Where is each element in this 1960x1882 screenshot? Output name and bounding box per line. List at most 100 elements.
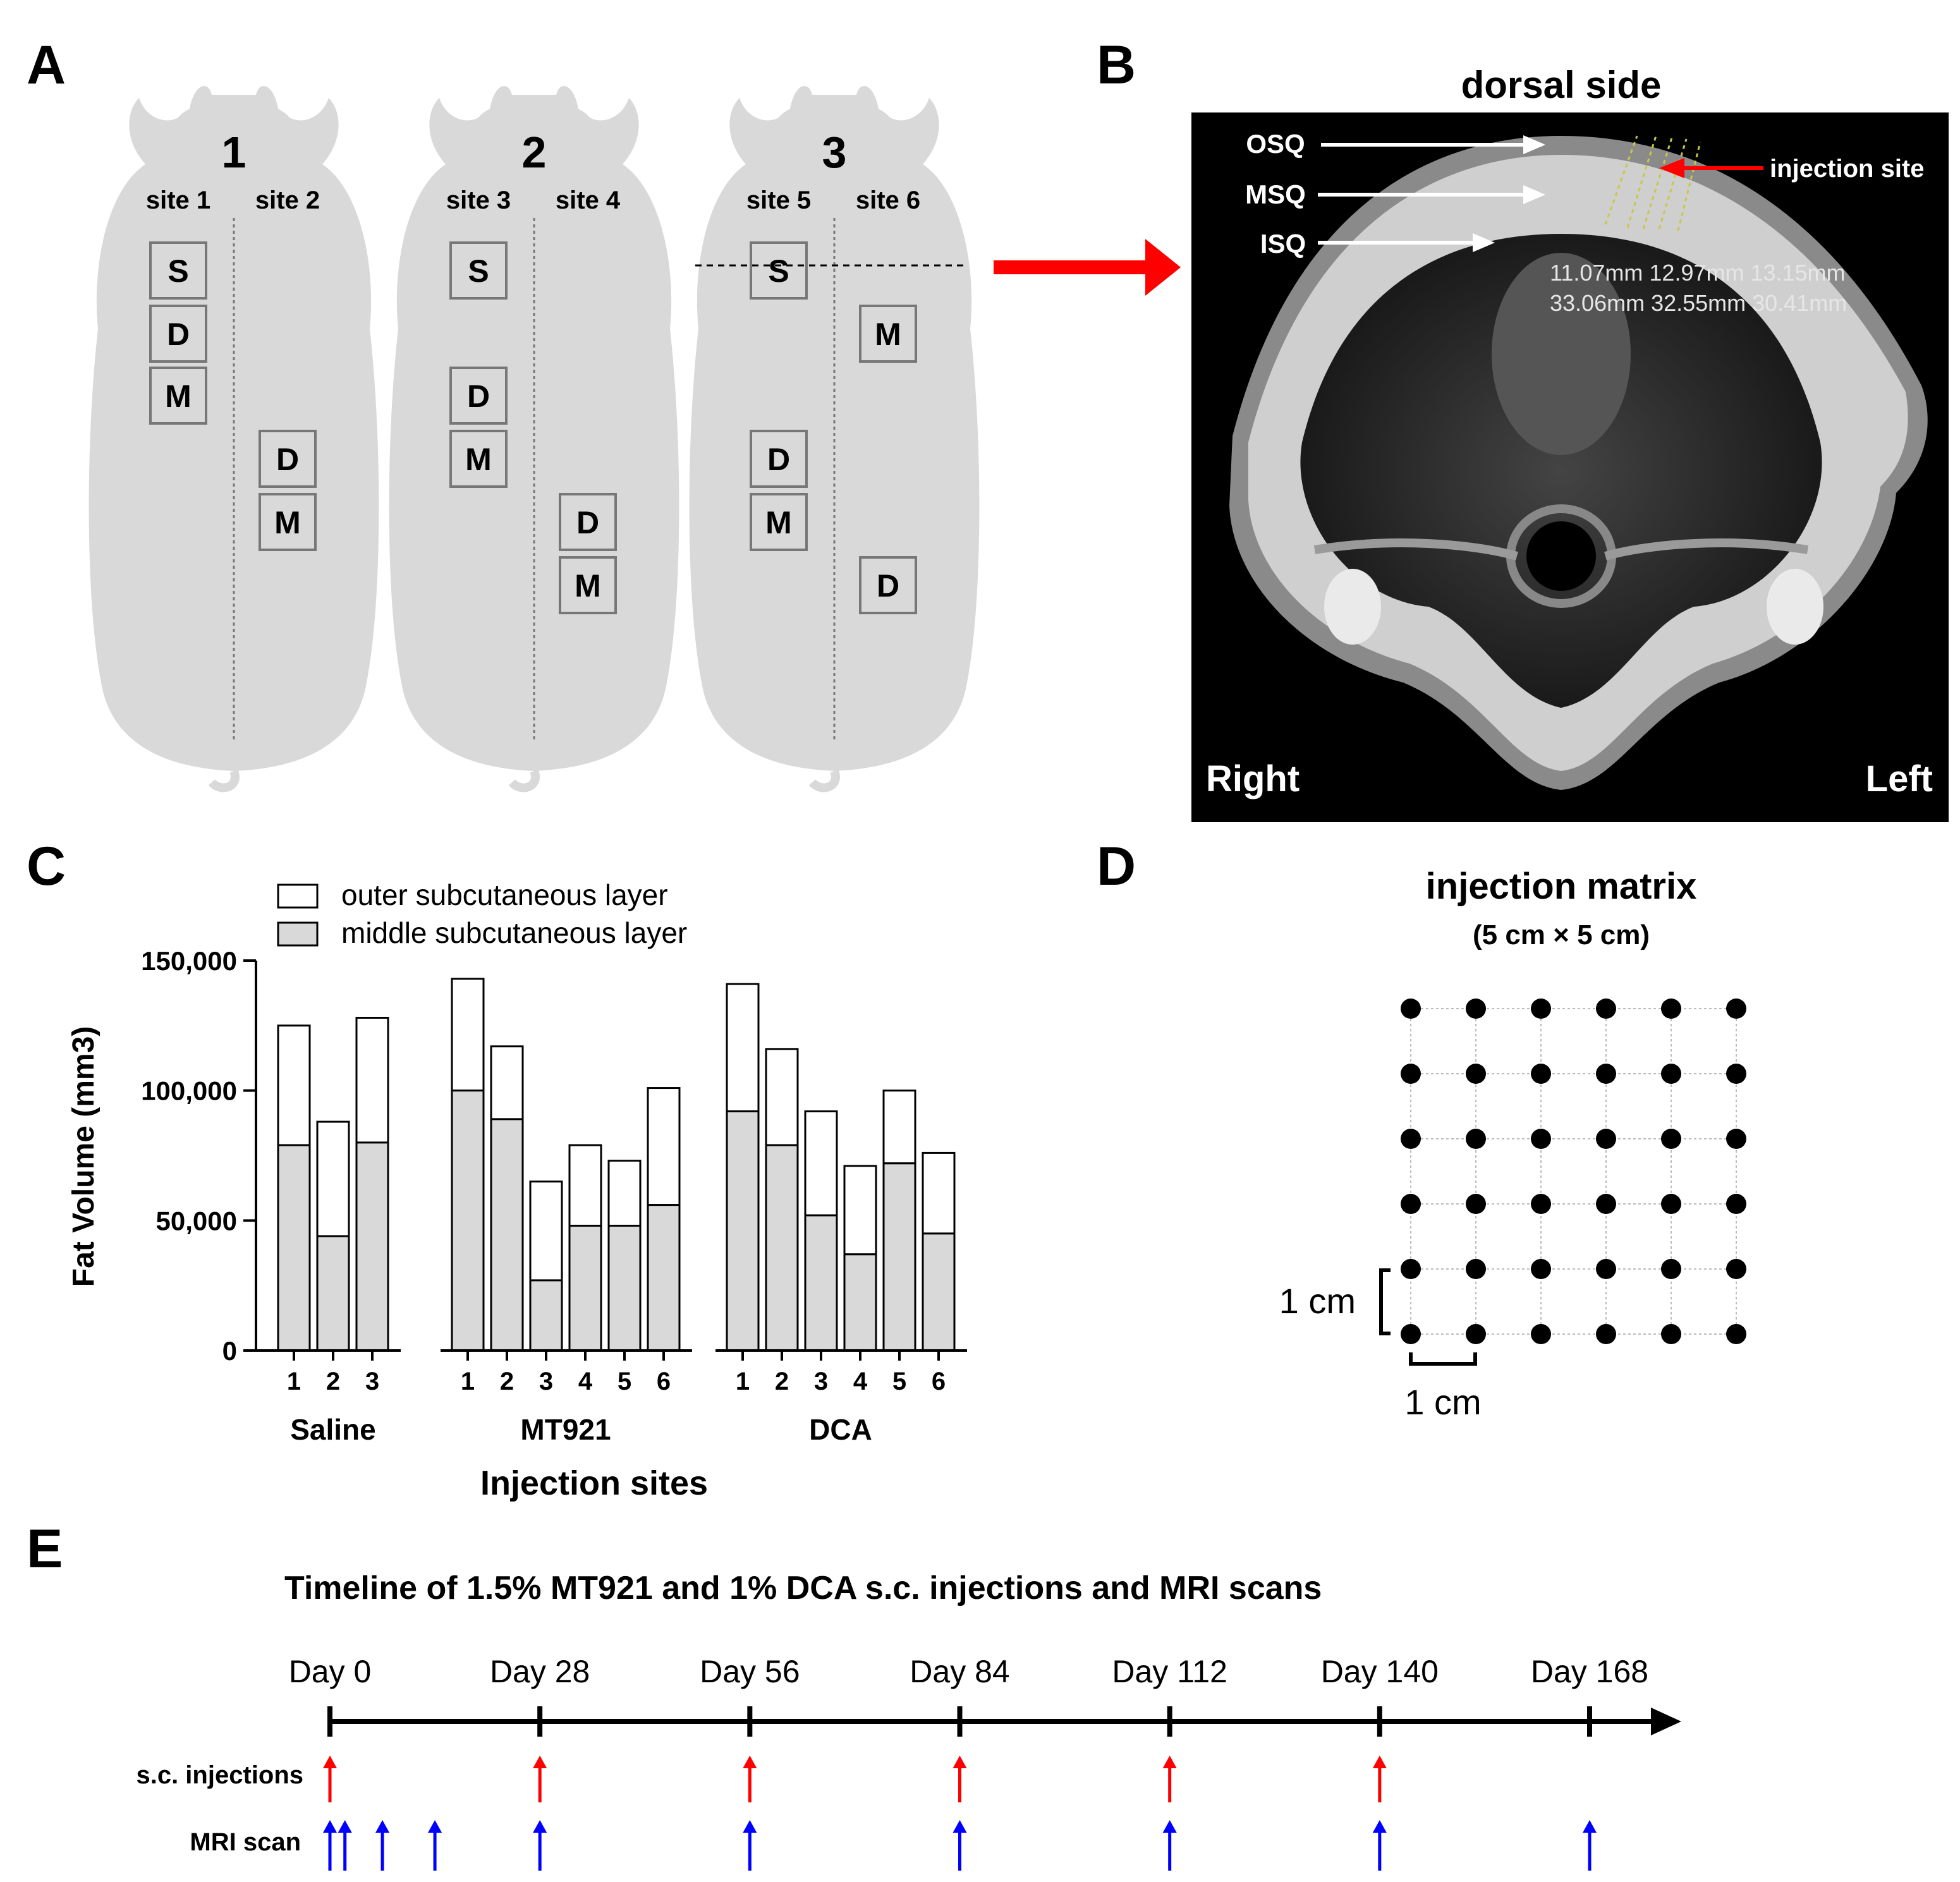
legend-label-middle: middle subcutaneous layer (341, 916, 687, 949)
isq-label: ISQ (1260, 229, 1306, 258)
timeline-title: Timeline of 1.5% MT921 and 1% DCA s.c. i… (284, 1570, 1322, 1606)
day-label: Day 84 (910, 1654, 1009, 1689)
box-label: S (167, 253, 188, 289)
site-label-right: site 4 (556, 186, 621, 214)
box-frame (449, 367, 508, 425)
box-label: D (767, 442, 790, 477)
injection-arrow (533, 1756, 547, 1802)
box-label: D (276, 442, 299, 477)
injection-arrow-head (1372, 1756, 1387, 1768)
bar-outer (922, 1151, 956, 1235)
injection-arrow (1162, 1756, 1177, 1802)
x-tick-label: 3 (365, 1368, 379, 1395)
bar-outer (355, 1016, 389, 1144)
bar-outer (277, 1024, 311, 1146)
mri-arrow-head (1372, 1820, 1387, 1833)
mri-arrow-head (533, 1820, 547, 1833)
bar-middle (451, 1090, 485, 1352)
mouse-tail (508, 769, 540, 792)
bar-outer (568, 1144, 602, 1227)
x-tick-label: 5 (618, 1368, 631, 1395)
a-to-b-arrow (994, 239, 1181, 296)
y-tick-label: 100,000 (141, 1076, 237, 1106)
mri-arrow-head (428, 1820, 442, 1833)
injection-point (1596, 1194, 1616, 1214)
row-label-injections: s.c. injections (136, 1761, 303, 1789)
osq-label: OSQ (1246, 129, 1305, 159)
panel-label-e: E (27, 1519, 63, 1579)
injection-point (1661, 1064, 1681, 1084)
x-axis-label: Injection sites (480, 1464, 708, 1502)
box-frame (559, 493, 617, 551)
mri-arrow (338, 1820, 352, 1871)
mri-arrow-head (1583, 1820, 1597, 1833)
mouse-head (490, 86, 578, 109)
x-tick-label: 2 (500, 1368, 514, 1395)
box-M: M (559, 556, 617, 614)
injection-arrow (953, 1756, 967, 1802)
bar-middle (607, 1225, 642, 1352)
legend-swatch-outer (277, 883, 319, 909)
injection-point (1531, 1129, 1551, 1149)
bar-outer (529, 1181, 563, 1282)
box-frame (750, 241, 808, 300)
injection-point (1466, 1324, 1486, 1344)
site-label-left: site 3 (446, 186, 511, 214)
box-M: M (259, 493, 317, 551)
box-frame (859, 556, 917, 614)
injection-arrow-head (1162, 1756, 1177, 1768)
day-label: Day 28 (490, 1654, 590, 1689)
mri-arrow (533, 1820, 547, 1871)
y-axis-label-text: Fat Volume (mm3) (67, 1026, 100, 1287)
box-label: S (768, 253, 789, 289)
injection-point (1531, 999, 1551, 1019)
day-label: Day 112 (1112, 1654, 1227, 1689)
panel-label-b: B (1097, 35, 1136, 95)
day-label: Day 0 (289, 1654, 372, 1689)
box-label: D (467, 379, 490, 414)
box-label: M (575, 568, 601, 604)
mri-measure-row2: 33.06mm 32.55mm 30.41mm (1550, 290, 1847, 316)
injection-point (1401, 1259, 1421, 1279)
box-label: M (765, 505, 792, 540)
mri-arrow-head (323, 1820, 337, 1833)
x-tick-label: 1 (287, 1368, 301, 1395)
bar-middle (529, 1279, 563, 1352)
box-M: M (149, 367, 207, 425)
box-M: M (449, 430, 508, 488)
bar-outer (726, 983, 760, 1113)
bar-middle (922, 1232, 956, 1352)
mri-left-label: Left (1866, 758, 1933, 799)
injection-point (1726, 1064, 1746, 1084)
box-label: M (875, 317, 901, 352)
x-tick-label: 3 (814, 1368, 828, 1395)
box-frame (859, 305, 917, 363)
y-tick-label: 0 (222, 1336, 237, 1366)
injection-point (1661, 1194, 1681, 1214)
box-frame (259, 430, 317, 488)
site-label-left: site 1 (146, 186, 210, 214)
mri-right-label: Right (1206, 758, 1300, 799)
mri-title: dorsal side (1461, 64, 1662, 106)
y-tick-label: 50,000 (156, 1206, 237, 1235)
mri-arrow-head (743, 1820, 757, 1833)
bars (277, 978, 956, 1352)
injection-arrow (743, 1756, 757, 1802)
mri-arrow-head (375, 1820, 390, 1833)
box-M: M (859, 305, 917, 363)
matrix-scale-bars (1379, 1268, 1477, 1366)
box-frame (449, 241, 508, 300)
bar-middle (765, 1144, 799, 1352)
injection-point (1531, 1194, 1551, 1214)
matrix-scale-horizontal: 1 cm (1404, 1382, 1481, 1422)
x-tick-label: 2 (775, 1368, 789, 1395)
bar-outer (765, 1048, 799, 1146)
injection-site-label: injection site (1770, 155, 1925, 183)
box-D: D (559, 493, 617, 551)
site-label-right: site 6 (856, 186, 920, 214)
bar-outer (607, 1160, 642, 1227)
injection-point (1726, 1324, 1746, 1344)
day-label: Day 140 (1321, 1654, 1439, 1689)
